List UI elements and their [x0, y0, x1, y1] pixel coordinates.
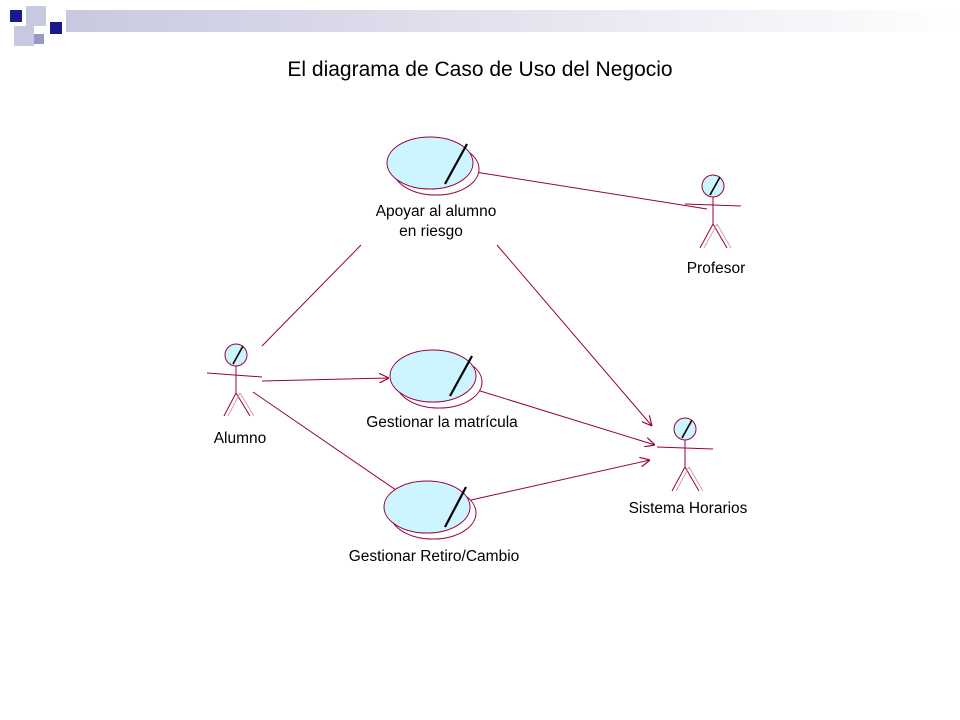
deco-square	[34, 34, 44, 44]
corner-decoration	[0, 0, 960, 60]
assoc-retiro-sistema	[470, 460, 650, 501]
deco-square	[10, 10, 22, 22]
usecase-retiro-label: Gestionar Retiro/Cambio	[349, 548, 520, 565]
actor-profesor-label: Profesor	[687, 260, 746, 277]
actor-alumno[interactable]	[206, 343, 263, 417]
page-title: El diagrama de Caso de Uso del Negocio	[287, 58, 673, 81]
deco-square	[50, 22, 62, 34]
actor-profesor[interactable]	[684, 174, 742, 249]
deco-square	[26, 6, 46, 26]
actor-sistema-horarios-label: Sistema Horarios	[629, 500, 748, 517]
usecase-apoyar-label-1: Apoyar al alumno	[376, 203, 497, 220]
usecase-apoyar-label-2: en riesgo	[399, 223, 463, 240]
usecase-matricula-label: Gestionar la matrícula	[366, 414, 518, 431]
usecase-apoyar[interactable]: Apoyar al alumno en riesgo	[376, 136, 497, 240]
actor-sistema-horarios[interactable]	[656, 417, 714, 492]
usecase-retiro[interactable]: Gestionar Retiro/Cambio	[349, 480, 520, 565]
assoc-apoyar-sistema	[496, 244, 652, 426]
deco-square	[14, 26, 34, 46]
assoc-alumno-apoyar	[261, 244, 362, 347]
assoc-matricula-sistema	[476, 389, 655, 445]
assoc-apoyar-profesor	[474, 171, 708, 210]
actor-alumno-label: Alumno	[214, 430, 267, 447]
usecase-matricula[interactable]: Gestionar la matrícula	[366, 349, 518, 431]
assoc-alumno-matricula	[261, 378, 389, 381]
deco-gradient-bar	[66, 10, 960, 32]
